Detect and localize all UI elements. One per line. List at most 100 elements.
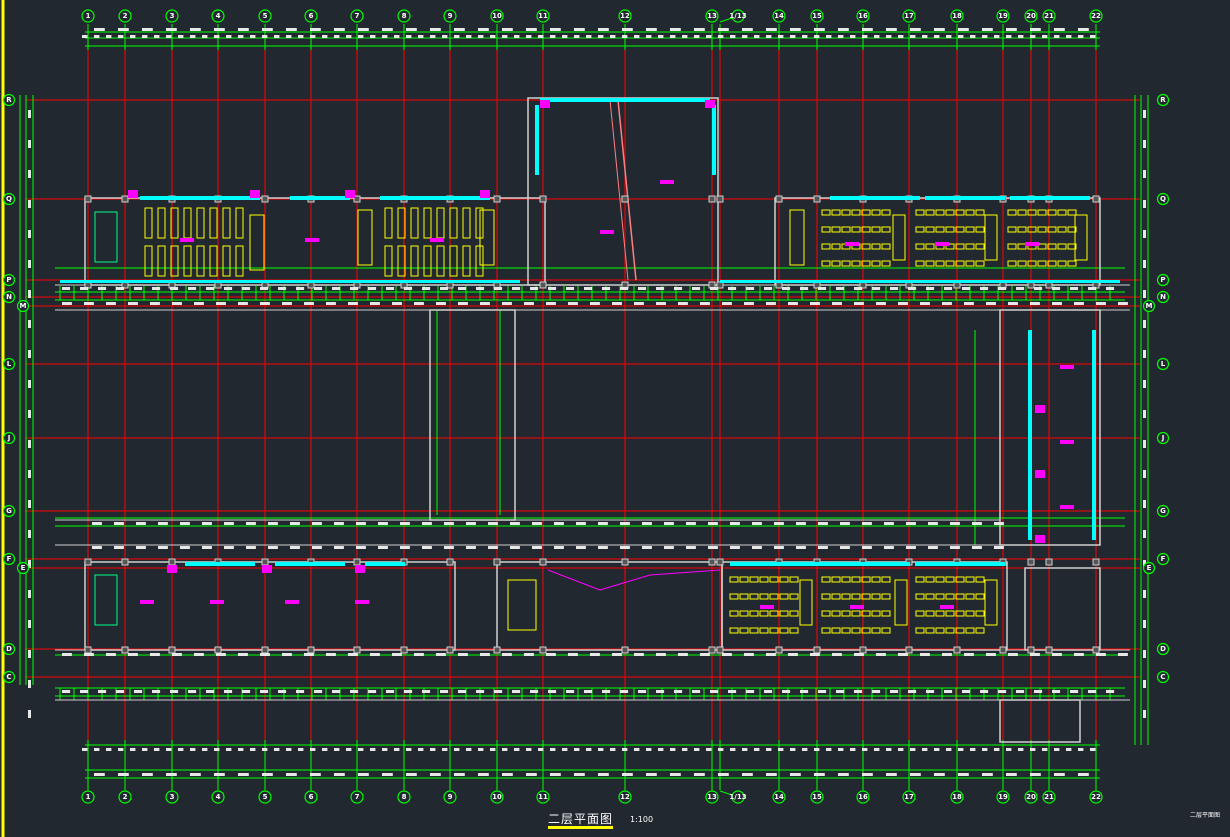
desk <box>915 593 925 600</box>
stair <box>789 209 805 266</box>
axis-label-row: F <box>7 555 12 563</box>
dimension-text <box>928 522 938 525</box>
door-marker <box>128 190 138 198</box>
podium <box>1074 214 1088 261</box>
axis-label-column: 1 <box>86 793 91 801</box>
podium <box>894 579 908 626</box>
dimension-text <box>454 35 460 38</box>
desk <box>749 593 759 600</box>
desk <box>871 593 881 600</box>
dimension-text <box>1106 690 1115 693</box>
dimension-text <box>458 690 467 693</box>
desk <box>789 576 799 583</box>
dimension-text <box>166 28 177 31</box>
axis-bubble <box>705 790 719 804</box>
dimension-text <box>28 230 31 238</box>
desk <box>831 593 841 600</box>
axis-bubble <box>2 357 16 371</box>
dimension-text <box>216 302 226 305</box>
dimension-text <box>1143 470 1146 478</box>
axis-label-column: 1 <box>86 12 91 20</box>
dimension-text <box>62 287 71 290</box>
dimension-text <box>826 748 832 751</box>
ramp-line <box>617 99 637 281</box>
dimension-text <box>906 522 916 525</box>
axis-bubble <box>772 9 786 23</box>
dimension-text <box>28 290 31 298</box>
dimension-text <box>442 748 448 751</box>
desk <box>955 576 965 583</box>
desk <box>861 226 871 233</box>
dimension-text <box>226 35 232 38</box>
dimension-text <box>602 690 611 693</box>
structural-column <box>813 195 821 203</box>
stair <box>94 211 118 263</box>
dimension-text <box>788 302 798 305</box>
axis-label-column: 8 <box>402 793 407 801</box>
dimension-text <box>478 28 489 31</box>
dimension-text <box>128 302 138 305</box>
dimension-text <box>550 773 561 776</box>
dimension-text <box>898 35 904 38</box>
desk <box>851 260 861 267</box>
dimension-text <box>706 748 712 751</box>
dimension-text <box>400 546 410 549</box>
dimension-text <box>710 690 719 693</box>
desk <box>729 610 739 617</box>
desk <box>196 245 205 277</box>
dimension-text <box>454 748 460 751</box>
desk <box>831 226 841 233</box>
dimension-text <box>238 302 248 305</box>
axis-bubble <box>731 9 745 23</box>
dimension-text <box>890 690 899 693</box>
desk <box>1067 209 1077 216</box>
dimension-text <box>642 546 652 549</box>
axis-bubble <box>2 552 16 566</box>
dimension-text <box>778 35 784 38</box>
dimension-text <box>406 35 412 38</box>
dimension-text <box>1143 290 1146 298</box>
stair <box>94 574 118 626</box>
dimension-text <box>246 546 256 549</box>
dimension-text <box>718 748 724 751</box>
dimension-text <box>242 287 251 290</box>
dimension-text <box>876 302 886 305</box>
dimension-text <box>548 690 557 693</box>
dimension-text <box>810 302 820 305</box>
dimension-text <box>332 287 341 290</box>
desk <box>436 245 445 277</box>
window <box>1010 196 1090 200</box>
dimension-text <box>466 546 476 549</box>
dimension-text <box>910 773 921 776</box>
desk <box>975 243 985 250</box>
desk <box>851 576 861 583</box>
dimension-text <box>274 748 280 751</box>
axis-label-row: M <box>1146 302 1153 310</box>
axis-bubble <box>1156 552 1170 566</box>
axis-label-column: 13 <box>707 12 717 20</box>
dimension-text <box>1030 653 1040 656</box>
dimension-text <box>584 287 593 290</box>
dimension-text <box>298 748 304 751</box>
desk <box>170 245 179 277</box>
axis-label-row: L <box>7 360 12 368</box>
axis-label-row: L <box>1161 360 1166 368</box>
dimension-text <box>1054 35 1060 38</box>
desk <box>1047 226 1057 233</box>
dimension-text <box>986 302 996 305</box>
dimension-text <box>910 748 916 751</box>
room-label-mark <box>1060 440 1074 444</box>
structural-column <box>1092 558 1100 566</box>
dimension-text <box>304 653 314 656</box>
structural-column <box>813 646 821 654</box>
dimension-text <box>136 522 146 525</box>
dimension-text <box>774 546 784 549</box>
desk <box>975 627 985 634</box>
dimension-text <box>862 28 873 31</box>
axis-label-row: D <box>6 645 12 653</box>
axis-bubble <box>16 299 30 313</box>
dimension-text <box>28 380 31 388</box>
axis-label-column: 20 <box>1026 12 1036 20</box>
